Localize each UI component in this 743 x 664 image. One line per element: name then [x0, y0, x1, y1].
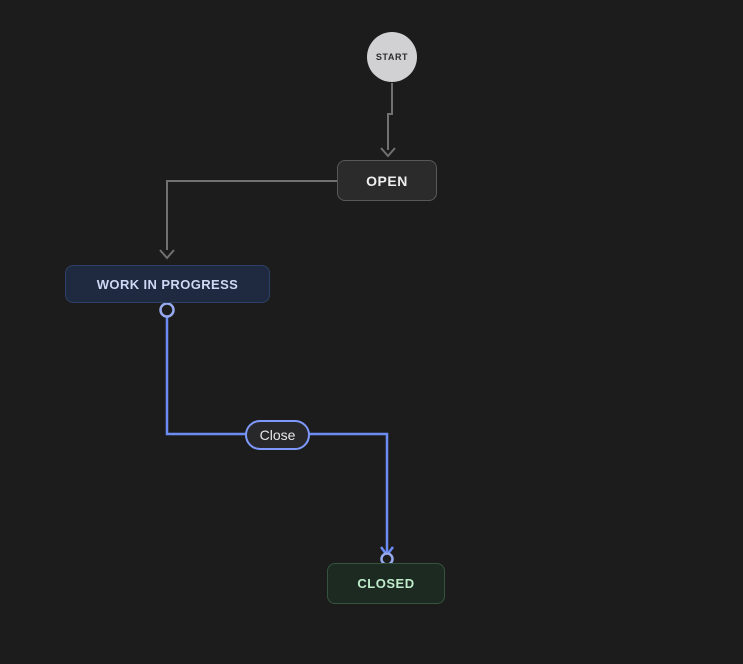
node-work-in-progress-label: WORK IN PROGRESS [96, 276, 239, 292]
wip-source-connector-icon[interactable] [159, 302, 175, 318]
node-open-label: OPEN [366, 172, 408, 189]
transition-close-pill[interactable]: Close [245, 420, 310, 450]
node-closed[interactable]: CLOSED [327, 563, 445, 604]
edge-start-to-open-arrowhead-icon [380, 147, 396, 158]
edge-open-to-wip-arrowhead-icon [159, 249, 175, 260]
node-start[interactable]: START [367, 32, 417, 82]
edge-open-to-wip[interactable] [159, 180, 337, 260]
node-start-label: START [375, 52, 409, 62]
node-closed-label: CLOSED [357, 576, 415, 591]
transition-close-label: Close [259, 427, 296, 443]
edge-start-to-open[interactable] [380, 83, 396, 158]
node-open[interactable]: OPEN [337, 160, 437, 201]
node-work-in-progress[interactable]: WORK IN PROGRESS [65, 265, 270, 303]
edge-open-to-wip-line[interactable] [166, 180, 337, 250]
edge-start-to-open-line[interactable] [387, 83, 393, 150]
